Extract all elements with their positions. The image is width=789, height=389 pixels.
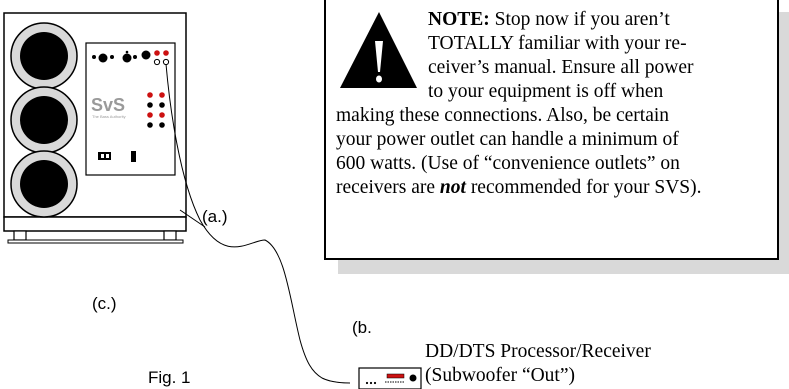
note-line-2: TOTALLY familiar with your re-	[428, 33, 687, 54]
note-line-8-emphasis: not	[439, 177, 466, 198]
subwoofer: SvS The Bass Authority	[3, 12, 187, 244]
note-line-6: your power outlet can handle a minimum o…	[336, 129, 679, 150]
note-box	[324, 0, 779, 260]
subwoofer-foot-right	[163, 230, 177, 241]
processor-label: DD/DTS Processor/Receiver	[425, 341, 651, 362]
label-b: (b.	[352, 318, 372, 337]
processor-sublabel: (Subwoofer “Out”)	[425, 365, 575, 386]
subwoofer-cable	[165, 63, 351, 384]
note-line-1: NOTE: Stop now if you aren’t	[428, 8, 670, 32]
processor-knob	[409, 374, 417, 382]
note-line-3: ceiver’s manual. Ensure all power	[428, 57, 694, 78]
power-switch	[98, 152, 111, 160]
note-line-8: receivers are not recommended for your S…	[336, 176, 702, 200]
label-a: (a.)	[202, 207, 228, 226]
driver-top	[10, 22, 78, 90]
label-c: (c.)	[92, 294, 117, 313]
processor-display	[386, 373, 405, 379]
brand-logo: SvS	[91, 95, 125, 115]
subwoofer-floor	[7, 239, 184, 244]
input-jacks	[153, 50, 170, 66]
driver-middle	[10, 86, 78, 154]
subwoofer-foot-left	[13, 230, 27, 241]
note-line-5: making these connections. Also, be certa…	[336, 105, 670, 126]
note-line-8-post: recommended for your SVS).	[465, 177, 702, 198]
note-heading: NOTE:	[428, 9, 490, 30]
figure-caption: Fig. 1	[148, 368, 191, 387]
processor-receiver	[358, 367, 422, 389]
power-inlet	[131, 151, 136, 162]
amp-knobs	[92, 50, 151, 63]
brand-tagline: The Bass Authority	[92, 114, 126, 119]
note-line-8-pre: receivers are	[336, 177, 440, 198]
warning-icon-overlay	[340, 12, 417, 88]
speaker-terminals	[147, 92, 165, 128]
note-line-1-text: Stop now if you aren’t	[494, 9, 670, 30]
driver-bottom	[10, 150, 78, 218]
note-line-7: 600 watts. (Use of “convenience outlets”…	[336, 153, 680, 174]
subwoofer-base	[3, 216, 187, 232]
note-line-4: to your equipment is off when	[428, 81, 664, 102]
